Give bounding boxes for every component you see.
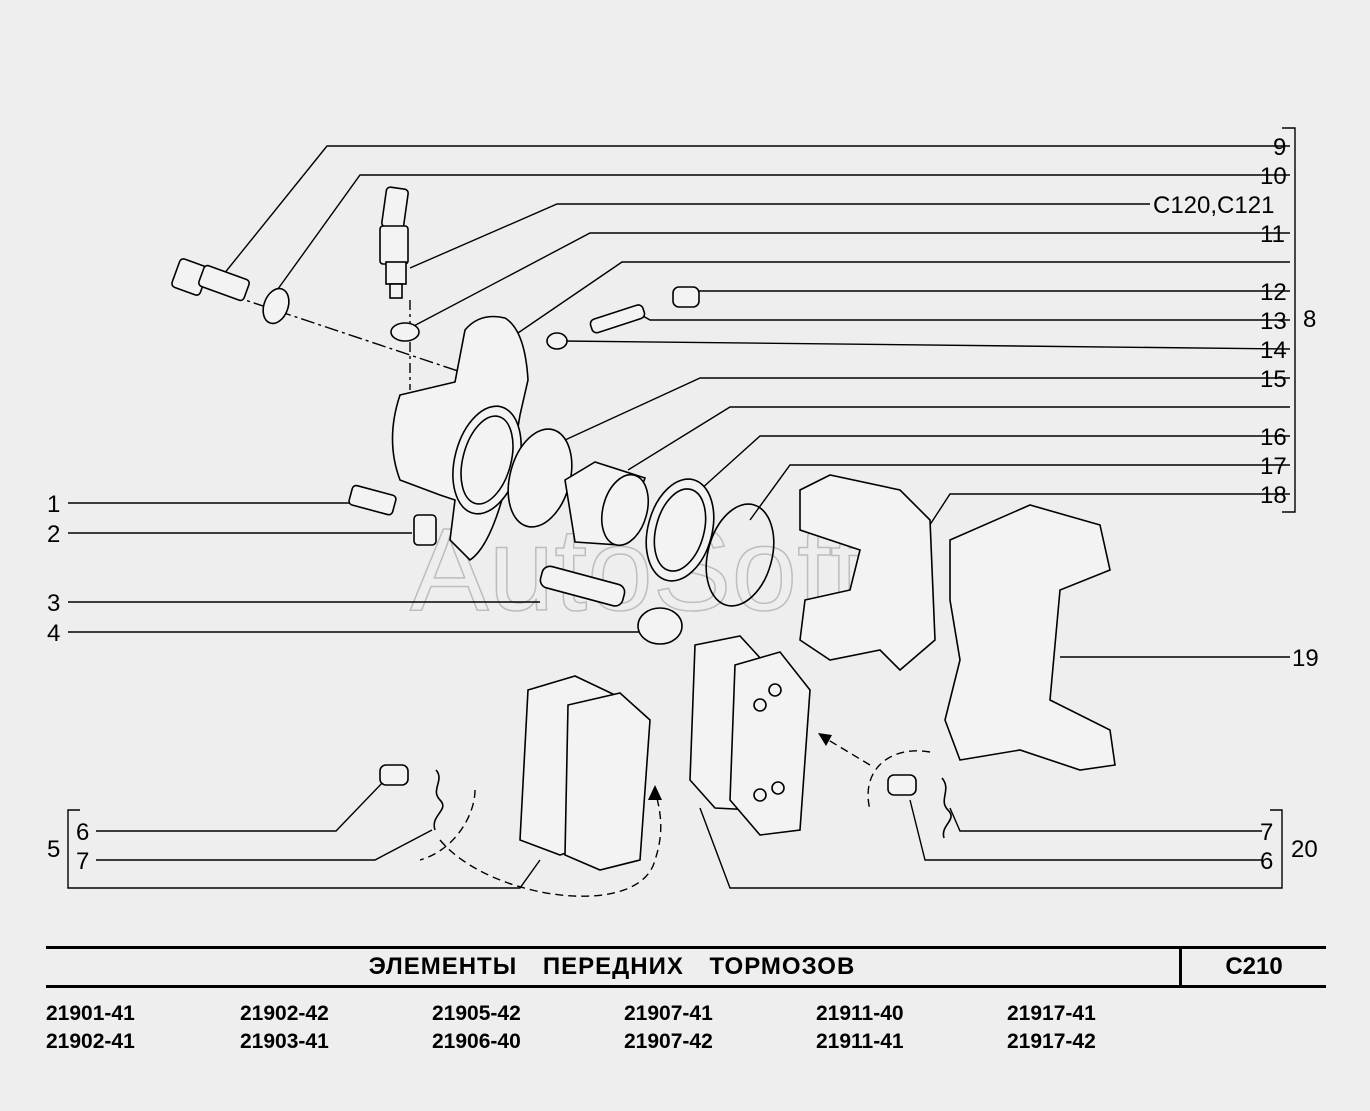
model-code: 21902-42	[240, 1002, 329, 1025]
guide-pin-3	[539, 565, 626, 607]
model-code: 21917-41	[1007, 1002, 1096, 1025]
arrowhead-right	[818, 733, 832, 746]
ring-18	[705, 503, 775, 607]
pad-pin-left	[379, 764, 409, 786]
brake-pad-right-b	[729, 651, 811, 836]
model-code: 21901-41	[46, 1002, 135, 1025]
leader-pads-right	[699, 807, 1270, 889]
callout-1: 1	[47, 491, 60, 518]
cap-14	[546, 332, 568, 350]
dashed-arc-left	[419, 789, 476, 861]
callout-20: 20	[1291, 836, 1318, 863]
title-divider	[1179, 949, 1182, 985]
pad-hole	[753, 698, 767, 712]
pad-carrier-19	[944, 504, 1116, 771]
callout-10: 10	[1260, 163, 1287, 190]
pad-hole	[768, 683, 782, 697]
bracket-5	[67, 809, 80, 889]
model-code: 21906-40	[432, 1030, 521, 1053]
callout-4: 4	[47, 620, 60, 647]
callout-12: 12	[1260, 279, 1287, 306]
brake-pad-left-b	[564, 692, 651, 871]
callout-ref: С120,С121	[1153, 192, 1274, 219]
piston-16-face	[600, 473, 650, 547]
washer-10	[262, 287, 290, 325]
plate-2	[413, 514, 437, 546]
callout-16: 16	[1260, 424, 1287, 451]
callout-9: 9	[1273, 134, 1286, 161]
leader-16	[627, 406, 1290, 471]
leader-11	[409, 232, 1290, 329]
bolt-1	[348, 484, 397, 516]
model-code: 21907-42	[624, 1030, 713, 1053]
callout-18: 18	[1260, 482, 1287, 509]
callout-13: 13	[1260, 308, 1287, 335]
leader-14	[561, 340, 1291, 350]
bracket-8	[1282, 127, 1296, 513]
callout-7-right: 7	[1260, 819, 1273, 846]
brake-hose-part	[379, 186, 409, 299]
model-code: 21911-41	[816, 1030, 904, 1053]
spring-clip-right	[941, 777, 952, 839]
leader-6-left	[96, 779, 386, 832]
piston-bore-inner	[460, 415, 514, 505]
model-code: 21902-41	[46, 1030, 135, 1053]
callout-14: 14	[1260, 337, 1287, 364]
callout-8: 8	[1303, 306, 1316, 333]
page-title: ЭЛЕМЕНТЫ ПЕРЕДНИХ ТОРМОЗОВ	[368, 953, 856, 980]
leader-c120	[409, 203, 1150, 269]
leader-7-left	[96, 829, 433, 861]
washer-11	[390, 322, 420, 342]
callout-3: 3	[47, 590, 60, 617]
leader-13	[635, 311, 1290, 321]
arrowhead-left	[648, 785, 662, 800]
callout-17: 17	[1260, 453, 1287, 480]
cap-12	[672, 286, 700, 308]
leader-10	[269, 174, 1290, 301]
banjo-bolt-part	[171, 258, 250, 302]
pad-hole	[753, 788, 767, 802]
leader-15	[564, 377, 1290, 441]
axis-line-1	[229, 294, 471, 376]
model-code: 21917-42	[1007, 1030, 1096, 1053]
callout-19: 19	[1292, 645, 1319, 672]
dashed-arrow-left	[439, 789, 662, 897]
pad-pin-right	[887, 774, 917, 796]
page-code: С210	[1225, 953, 1283, 980]
model-code: 21905-42	[432, 1002, 521, 1025]
bleeder-13	[589, 304, 646, 334]
model-code: 21907-41	[624, 1002, 713, 1025]
leader-17	[699, 435, 1290, 491]
callout-7-left: 7	[76, 848, 89, 875]
leader-6-right	[909, 799, 1262, 861]
bracket-20	[1270, 809, 1283, 889]
pad-hole	[771, 781, 785, 795]
callout-11: 11	[1260, 221, 1285, 248]
pin-boot-4	[637, 607, 683, 645]
caliper-bracket	[799, 474, 936, 672]
leader-9	[214, 145, 1290, 286]
model-code: 21903-41	[240, 1030, 329, 1053]
callout-6-right: 6	[1260, 848, 1273, 875]
leader-7-right	[949, 807, 1262, 832]
callout-6-left: 6	[76, 819, 89, 846]
callout-15: 15	[1260, 366, 1287, 393]
dashed-arrow-right	[819, 734, 871, 766]
leader-18	[749, 464, 1290, 521]
callout-5: 5	[47, 836, 60, 863]
boot-17-inner	[653, 488, 707, 572]
spring-clip-left	[433, 769, 444, 831]
model-code: 21911-40	[816, 1002, 904, 1025]
title-block: ЭЛЕМЕНТЫ ПЕРЕДНИХ ТОРМОЗОВ С210	[46, 946, 1326, 988]
leader-pads-left	[80, 859, 541, 889]
leader-8group	[514, 261, 1290, 336]
callout-2: 2	[47, 521, 60, 548]
